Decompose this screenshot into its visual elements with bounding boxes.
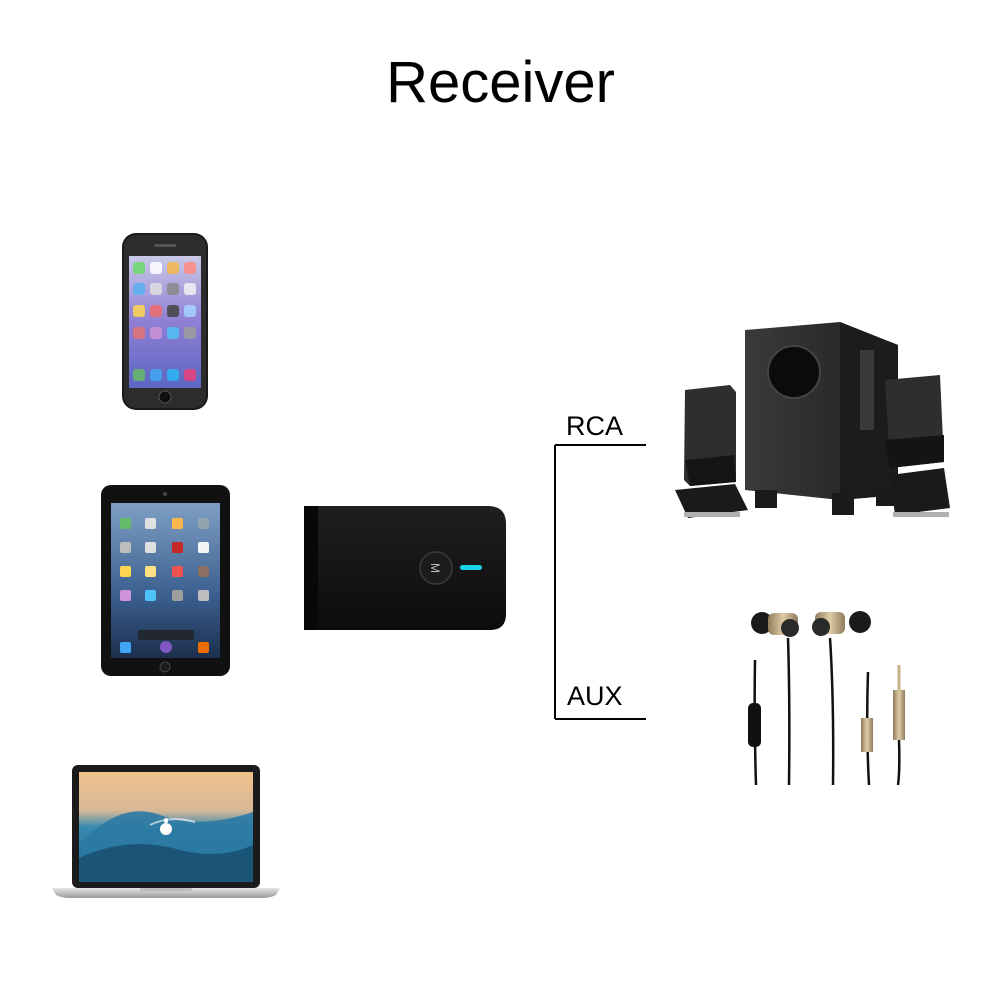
status-led [460, 565, 482, 570]
earphones-icon [748, 611, 905, 786]
page-title: Receiver [386, 50, 615, 115]
apple-logo-icon [160, 818, 172, 835]
speaker-system-icon [675, 322, 950, 518]
laptop-icon [52, 765, 280, 898]
receiver-device-icon: M [304, 506, 506, 630]
output-connector-lines [554, 444, 646, 720]
smartphone-icon [122, 233, 208, 410]
aux-label: AUX [567, 681, 623, 711]
receiver-button-letter: M [428, 563, 442, 573]
tablet-icon [101, 485, 230, 676]
rca-label: RCA [566, 411, 624, 441]
